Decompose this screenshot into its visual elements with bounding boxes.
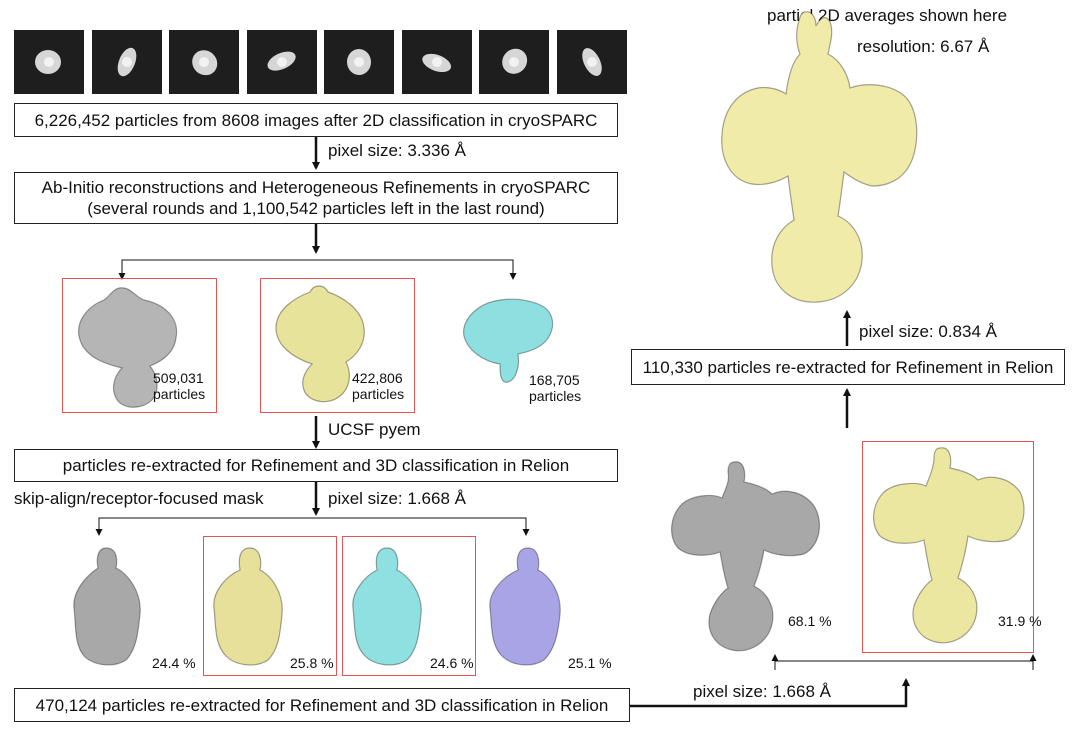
label-pixel-0834: pixel size: 0.834 Å	[859, 322, 997, 341]
class-average-thumbnail	[91, 30, 162, 94]
label-pixel-1668-bottom: pixel size: 1.668 Å	[693, 682, 831, 701]
class-1-count-value: 509,031	[153, 370, 204, 386]
class-1-count: 509,031 particles	[153, 370, 205, 402]
box-abinitio: Ab-Initio reconstructions and Heterogene…	[14, 172, 618, 224]
class-average-thumbnail	[246, 30, 317, 94]
class-average-thumbnail	[556, 30, 627, 94]
class-average-thumbnail	[479, 30, 549, 94]
selected-frame-3d-class-3	[342, 536, 476, 676]
class-average-thumbnail	[14, 30, 84, 94]
density-map-3d-class-1	[73, 547, 141, 666]
box-relion-reextract: particles re-extracted for Refinement an…	[14, 449, 618, 482]
pct-3d-class-4: 25.1 %	[568, 655, 612, 671]
selected-frame-final-class	[862, 441, 1034, 653]
class-1-count-unit: particles	[153, 386, 206, 402]
split-three-connector	[121, 259, 514, 272]
arrow-bottom-to-right	[630, 678, 910, 708]
class-average-thumbnail	[169, 30, 239, 94]
density-map-3d-class-3	[352, 547, 422, 666]
selected-frame-class-1	[62, 278, 217, 413]
pct-final-class-1: 68.1 %	[788, 613, 832, 629]
label-skip-align: skip-align/receptor-focused mask	[14, 489, 264, 508]
class-average-thumbnail	[401, 30, 472, 94]
class-3-count: 168,705 particles	[529, 372, 581, 404]
label-pixel-1668-mid: pixel size: 1.668 Å	[328, 489, 466, 508]
class-2-count: 422,806 particles	[352, 370, 404, 402]
resolution-label: resolution: 6.67 Å	[857, 37, 990, 56]
box-2d-classification: 6,226,452 particles from 8608 images aft…	[14, 103, 618, 137]
label-ucsf-pyem: UCSF pyem	[328, 420, 421, 439]
abinitio-line-1: Ab-Initio reconstructions and Heterogene…	[41, 178, 591, 197]
pct-3d-class-2: 25.8 %	[290, 655, 334, 671]
density-map-cyan-class	[463, 298, 554, 383]
density-map-yellow-class	[275, 285, 365, 403]
class-3-count-unit: particles	[529, 388, 582, 404]
density-map-final-structure	[721, 11, 918, 303]
class-3-count-value: 168,705	[529, 372, 580, 388]
label-pixel-3336: pixel size: 3.336 Å	[328, 141, 466, 160]
class-average-thumbnail	[324, 30, 394, 94]
box-110k-refinement: 110,330 particles re-extracted for Refin…	[631, 349, 1065, 385]
pct-final-class-2: 31.9 %	[998, 613, 1042, 629]
density-map-3d-class-4	[489, 547, 561, 666]
density-map-final-class-grey	[671, 461, 821, 652]
split-two-connector	[774, 660, 1034, 670]
box-470k-reextract: 470,124 particles re-extracted for Refin…	[14, 688, 630, 722]
class-2-count-unit: particles	[352, 386, 405, 402]
class-2-count-value: 422,806	[352, 370, 403, 386]
density-map-grey-class	[78, 287, 178, 408]
selected-frame-class-2	[260, 278, 415, 413]
density-map-final-class-yellow	[873, 447, 1025, 644]
abinitio-line-2: (several rounds and 1,100,542 particles …	[87, 199, 545, 218]
selected-frame-3d-class-2	[203, 536, 337, 676]
split-four-connector	[98, 517, 527, 527]
density-map-3d-class-2	[213, 547, 283, 666]
pct-3d-class-1: 24.4 %	[152, 655, 196, 671]
pct-3d-class-3: 24.6 %	[430, 655, 474, 671]
